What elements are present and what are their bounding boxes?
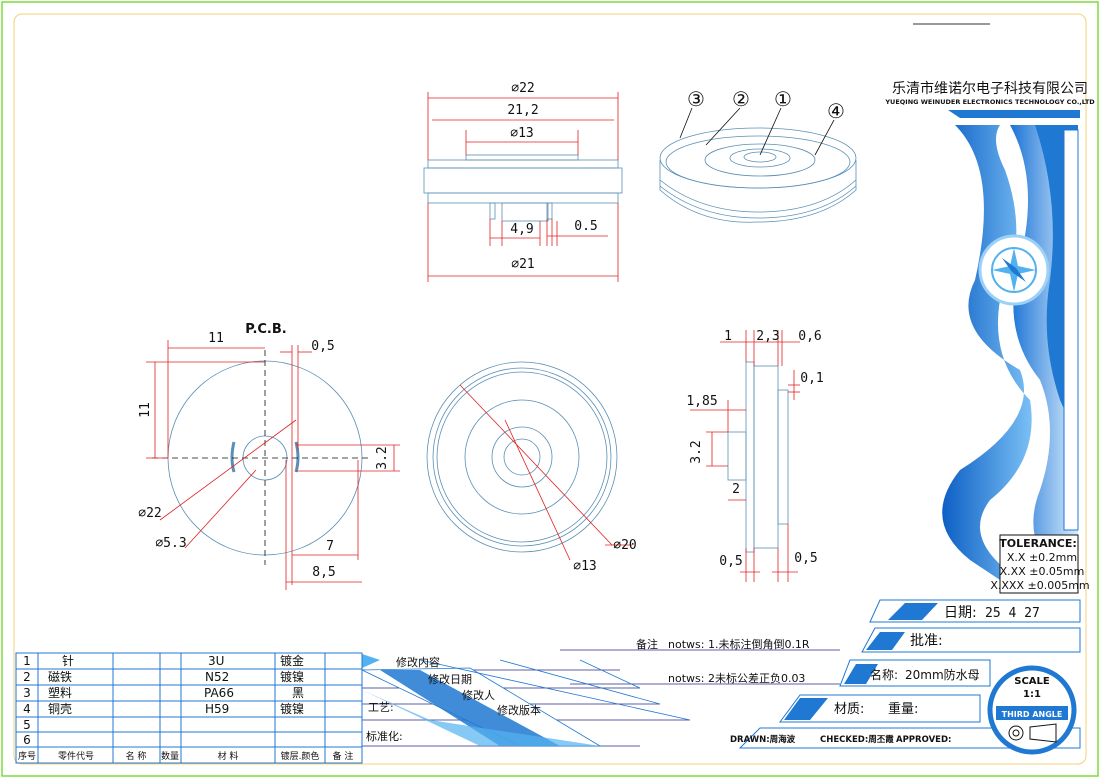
dim-2: 2 <box>732 482 740 497</box>
weight-label: 重量: <box>888 701 918 717</box>
revision-graphics <box>361 649 840 747</box>
dim-0-6: 0,6 <box>798 329 821 344</box>
bom-header-name: 名 称 <box>126 750 147 762</box>
dim-d0-5: 0.5 <box>574 219 597 234</box>
bom-header-remark: 备 注 <box>333 750 354 762</box>
projection-label: THIRD ANGLE <box>1002 710 1063 719</box>
rev-process: 工艺: <box>368 701 394 714</box>
date-value: 25 4 27 <box>985 606 1040 621</box>
bom-header-code: 零件代号 <box>58 750 94 762</box>
callout-4: ④ <box>827 99 845 123</box>
date-label: 日期: <box>944 605 977 621</box>
tolerance-line-1: X.X ±0.2mm <box>1007 551 1077 564</box>
bom-finish-3: 黑 <box>292 686 304 700</box>
bom-finish-2: 镀镍 <box>280 670 304 684</box>
bom-no-3: 3 <box>23 686 31 700</box>
company-name-en: YUEQING WEINUDER ELECTRONICS TECHNOLOGY … <box>884 98 1095 106</box>
pcb-title: P.C.B. <box>245 322 286 337</box>
dim-3-2: 3.2 <box>375 446 390 469</box>
bom-material-4: H59 <box>205 702 229 716</box>
dim-3-2-side: 3.2 <box>689 440 704 463</box>
bom-finish-1: 镀金 <box>280 653 304 668</box>
callout-2: ② <box>732 87 750 111</box>
dim-1: 1 <box>724 329 732 344</box>
dim-d13-top: ⌀13 <box>573 559 596 574</box>
bom-no-4: 4 <box>23 702 31 716</box>
name-value: 20mm防水母 <box>905 667 980 682</box>
dim-2-3: 2,3 <box>756 329 779 344</box>
dim-0-1: 0,1 <box>800 371 823 386</box>
bom-part-1: 针 <box>62 653 74 668</box>
tolerance-title: TOLERANCE: <box>999 537 1077 550</box>
front-view: ⌀22 21,2 ⌀13 4,9 0.5 ⌀21 <box>423 81 623 282</box>
bom-material-1: 3U <box>208 654 224 668</box>
scale-value: 1:1 <box>1023 689 1041 700</box>
pcb-view: P.C.B. 11 0,5 11 3.2 ⌀22 ⌀5.3 7 8,5 <box>138 322 400 590</box>
dim-d22: ⌀22 <box>138 506 161 521</box>
checked-by: CHECKED:周丕霞 <box>820 734 894 745</box>
dim-0-5-left: 0,5 <box>719 554 742 569</box>
dim-d5-3: ⌀5.3 <box>155 536 186 551</box>
title-block-graphics <box>738 110 1081 755</box>
bom-finish-4: 镀镍 <box>280 702 304 716</box>
dim-0-5: 0,5 <box>311 339 334 354</box>
bom-no-1: 1 <box>23 654 31 668</box>
inner-frame <box>13 13 1087 765</box>
rev-date: 修改日期 <box>428 672 472 686</box>
bom-header-qty: 数量 <box>161 750 179 762</box>
bom-part-2: 磁铁 <box>48 669 72 684</box>
rev-content: 修改内容 <box>396 655 440 669</box>
dim-7: 7 <box>326 539 334 554</box>
dim-d21: ⌀21 <box>511 257 534 272</box>
notes-line-1: notws: 1.未标注倒角倒0.1R <box>668 637 810 651</box>
dim-d4-9: 4,9 <box>510 222 533 237</box>
bom-no-6: 6 <box>23 733 31 747</box>
notes-line-2: notws: 2未标公差正负0.03 <box>668 671 805 685</box>
dim-d13: ⌀13 <box>510 126 533 141</box>
material-label: 材质: <box>834 702 864 717</box>
bom-header-finish: 镀层.颜色 <box>281 750 320 762</box>
top-view <box>426 361 632 561</box>
approve-label: 批准: <box>910 633 943 649</box>
dim-1-85: 1,85 <box>686 394 717 409</box>
tolerance-line-3: X.XXX ±0.005mm <box>990 579 1089 592</box>
bom-table <box>15 652 363 764</box>
dim-d22: ⌀22 <box>511 81 534 96</box>
bom-header-material: 材 料 <box>218 750 239 762</box>
dim-d21-2: 21,2 <box>507 103 538 118</box>
bom-no-5: 5 <box>23 718 31 732</box>
dim-d20: ⌀20 <box>613 538 636 553</box>
bom-no-2: 2 <box>23 670 31 684</box>
company-name-cn: 乐清市维诺尔电子科技有限公司 <box>892 80 1088 97</box>
bom-header-no: 序号 <box>18 750 36 762</box>
bom-material-2: N52 <box>205 670 229 684</box>
dim-11-h: 11 <box>208 331 224 346</box>
dim-11-v: 11 <box>138 402 153 418</box>
dim-0-5-right: 0,5 <box>794 551 817 566</box>
name-label: 名称: <box>870 667 898 682</box>
rev-person: 修改人 <box>462 688 495 702</box>
dim-8-5: 8,5 <box>312 565 335 580</box>
callout-1: ① <box>774 87 792 111</box>
scale-label: SCALE <box>1014 676 1050 687</box>
bom-part-3: 塑料 <box>48 685 72 700</box>
notes-header: 备注 <box>636 637 658 651</box>
side-view <box>690 330 800 582</box>
bom-part-4: 铜壳 <box>48 701 72 716</box>
bom-material-3: PA66 <box>204 686 234 700</box>
projection-icon <box>1008 725 1024 741</box>
approved-by: APPROVED: <box>896 735 951 745</box>
iso-view <box>659 107 857 223</box>
callout-3: ③ <box>687 87 705 111</box>
rev-version: 修改版本 <box>497 703 541 717</box>
drawn-by: DRAWN:周海波 <box>730 734 796 745</box>
rev-standard: 标准化: <box>366 729 403 743</box>
tolerance-line-2: X.XX ±0.05mm <box>1000 565 1085 578</box>
